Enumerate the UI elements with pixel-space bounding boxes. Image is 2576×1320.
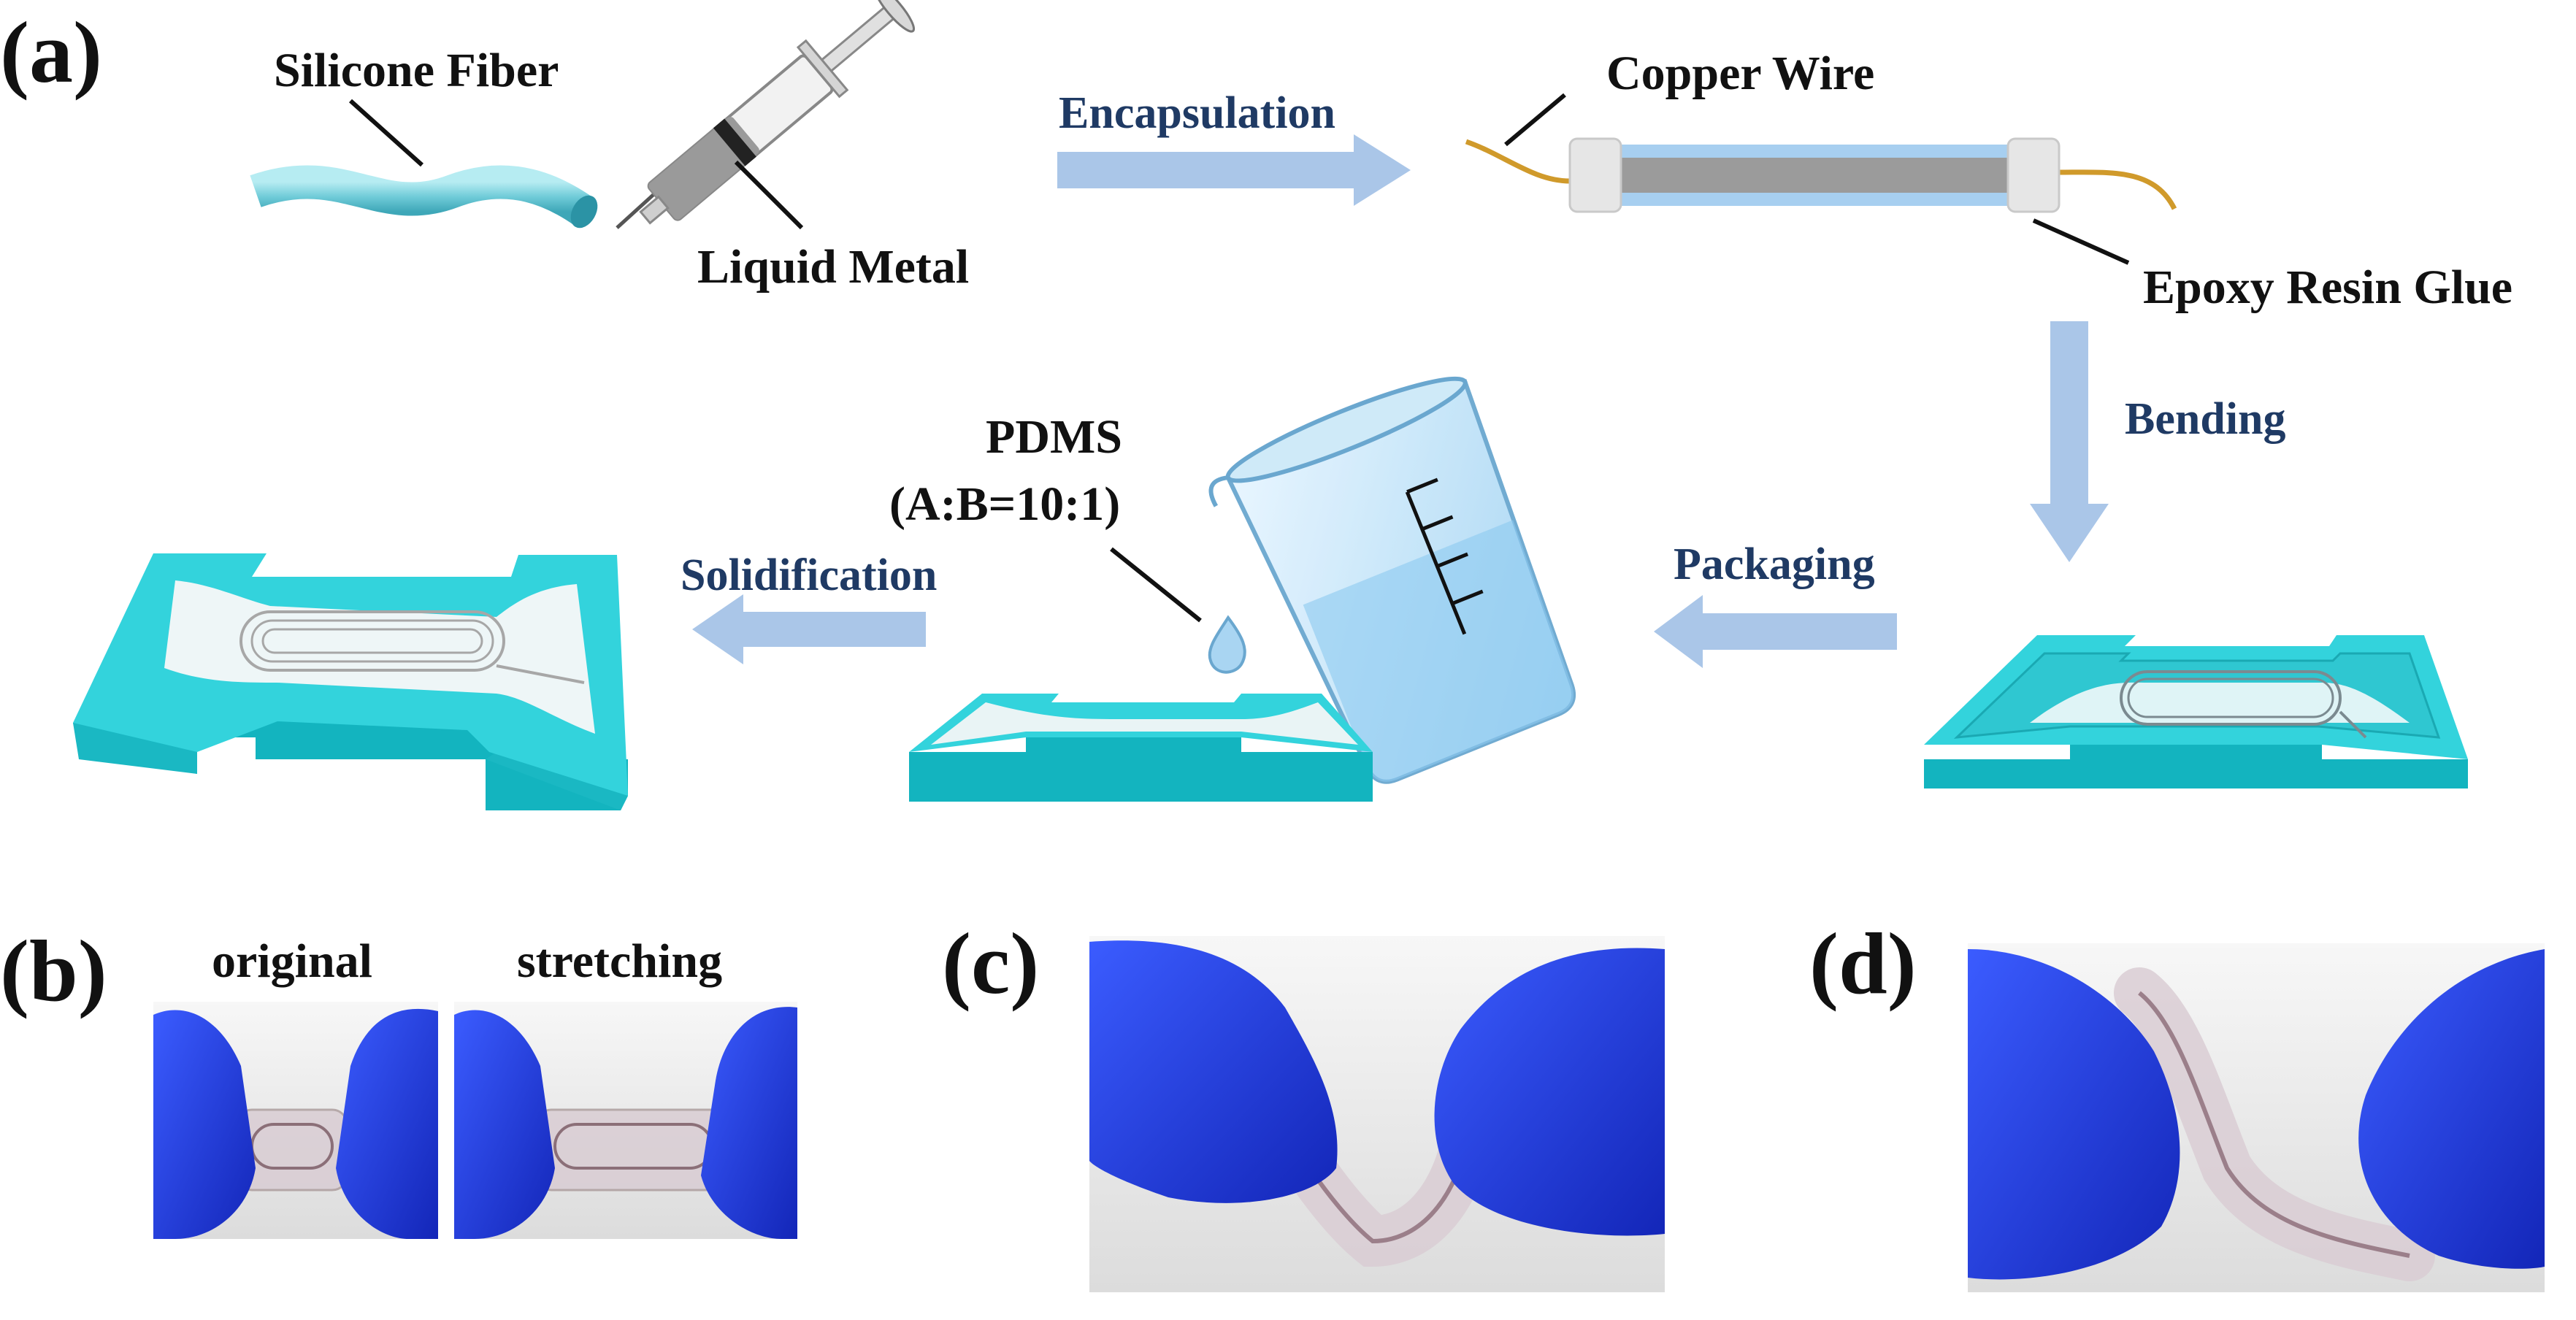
encapsulated-fiber [1465,137,2177,213]
beaker-icon [1208,376,1576,784]
epoxy-label: Epoxy Resin Glue [2143,261,2512,314]
panel-label-a: (a) [0,4,102,101]
pdms-ratio-label: (A:B=10:1) [889,477,1120,531]
pdms-label: PDMS [986,410,1122,464]
epoxy-leader [2032,218,2130,265]
left-glove-icon [1968,949,2180,1280]
liquid-metal-leader [734,160,804,230]
copper-wire-label: Copper Wire [1606,47,1874,100]
silicone-fiber-label: Silicone Fiber [274,44,559,97]
right-glove-icon [701,1007,797,1239]
packaging-label: Packaging [1674,540,1875,589]
syringe-icon [616,0,916,229]
encapsulation-arrow [1057,134,1411,206]
right-glove-icon [1434,948,1665,1236]
panel-label-c: (c) [942,915,1039,1012]
liquid-metal-label: Liquid Metal [697,240,969,293]
left-glove-icon [454,1010,555,1239]
left-glove-icon [153,1010,256,1239]
solidification-arrow [692,594,926,664]
left-glove-icon [1089,940,1338,1203]
mold-with-fiber [1924,635,2468,788]
pdms-drop-icon [1208,615,1246,674]
silicone-fiber-leader [348,99,424,167]
photo-stretching [454,1002,797,1239]
silicone-fiber [250,165,598,229]
bending-label: Bending [2125,394,2286,444]
photo-original [153,1002,438,1239]
packaging-arrow [1654,595,1897,668]
bending-arrow [2030,321,2109,562]
mold-filling [909,694,1373,802]
solidified-device [73,553,628,810]
encapsulation-label: Encapsulation [1059,88,1335,138]
right-glove-icon [336,1008,438,1239]
original-caption: original [212,935,372,988]
photo-twisting [1968,943,2545,1292]
pdms-leader [1110,547,1202,623]
right-glove-icon [2358,949,2545,1269]
copper-wire-leader [1504,93,1566,147]
stretching-caption: stretching [517,935,722,988]
solidification-label: Solidification [681,550,937,600]
photo-bending [1089,936,1665,1292]
panel-label-b: (b) [0,922,107,1019]
panel-label-d: (d) [1809,915,1917,1012]
